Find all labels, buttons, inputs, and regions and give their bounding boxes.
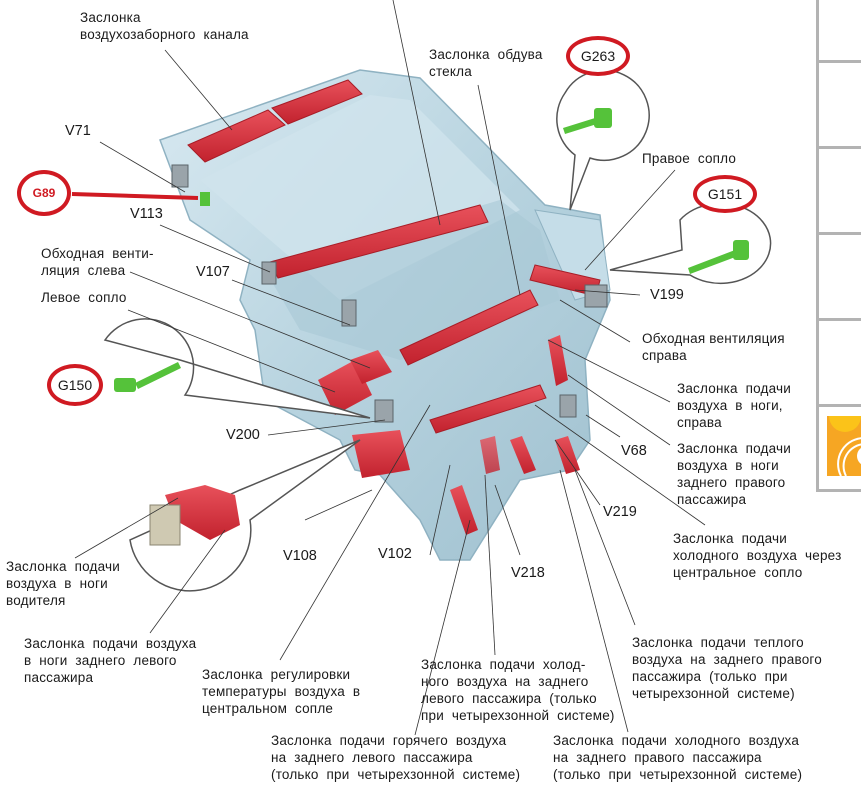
code-v108: V108 [283, 548, 317, 564]
label-left-nozzle: Левое сопло [41, 290, 127, 305]
code-v68: V68 [621, 443, 647, 459]
code-v107: V107 [196, 264, 230, 280]
flap-rear-c [555, 436, 580, 474]
code-v218: V218 [511, 565, 545, 581]
side-divider [819, 146, 861, 149]
side-divider [819, 404, 861, 407]
code-v199: V199 [650, 287, 684, 303]
g89-sensor [200, 192, 210, 206]
label-hot-rear-left: Заслонка подачи горячего воздуха на задн… [271, 733, 521, 782]
label-footwell-driver: Заслонка подачи воздуха в ноги водителя [6, 559, 121, 608]
side-divider [819, 60, 861, 63]
flap-lower [429, 384, 547, 434]
label-footwell-rear-right: Заслонка подачи воздуха в ноги заднего п… [677, 441, 792, 507]
label-bypass-right: Обходная вентиляция справа [642, 331, 785, 363]
label-intake-flap: Заслонка воздухозаборного канала [80, 10, 249, 42]
highlight-g89: G89 [17, 170, 71, 216]
label-cold-rear-right: Заслонка подачи холодного воздуха на зад… [553, 733, 803, 782]
flap-rear-d [480, 436, 500, 474]
flap-intake-left [187, 109, 286, 163]
flap-footwell-right [548, 335, 568, 386]
label-warm-rear-right: Заслонка подачи теплого воздуха на задне… [632, 635, 822, 701]
flap-intake-right [271, 79, 363, 125]
flap-bypass-left [350, 350, 392, 384]
side-divider [819, 232, 861, 235]
flap-rear-a [450, 485, 478, 535]
label-footwell-rear-left: Заслонка подачи воздуха в ноги заднего л… [24, 636, 197, 685]
leader-lines [74, 0, 706, 736]
label-bypass-left: Обходная венти- ляция слева [41, 246, 154, 278]
label-cold-rear-left: Заслонка подачи холод- ного воздуха на з… [421, 657, 615, 723]
sun-logo-icon [827, 416, 861, 476]
label-temp-center: Заслонка регулировки температуры воздуха… [202, 667, 361, 716]
label-windshield-flap: Заслонка обдува стекла [429, 47, 543, 79]
label-cold-center: Заслонка подачи холодного воздуха через … [673, 531, 842, 580]
highlight-g263: G263 [566, 36, 630, 76]
label-footwell-right: Заслонка подачи воздуха в ноги, справа [677, 381, 792, 430]
code-v200: V200 [226, 427, 260, 443]
flaps [187, 79, 601, 535]
code-v102: V102 [378, 546, 412, 562]
callout-bubbles [103, 69, 772, 592]
side-divider [819, 318, 861, 321]
sensor-icons [114, 108, 749, 392]
label-right-nozzle: Правое сопло [642, 151, 737, 166]
flap-driver-foot [352, 430, 410, 478]
code-v219: V219 [603, 504, 637, 520]
code-v113: V113 [130, 206, 163, 222]
flap-center [399, 289, 539, 366]
code-v71: V71 [65, 123, 91, 139]
actuators [171, 164, 608, 423]
highlight-g150: G150 [47, 364, 103, 406]
page-side-strip [816, 0, 861, 492]
highlight-g151: G151 [693, 175, 757, 213]
housing [159, 69, 611, 561]
flap-rear-b [510, 436, 536, 474]
